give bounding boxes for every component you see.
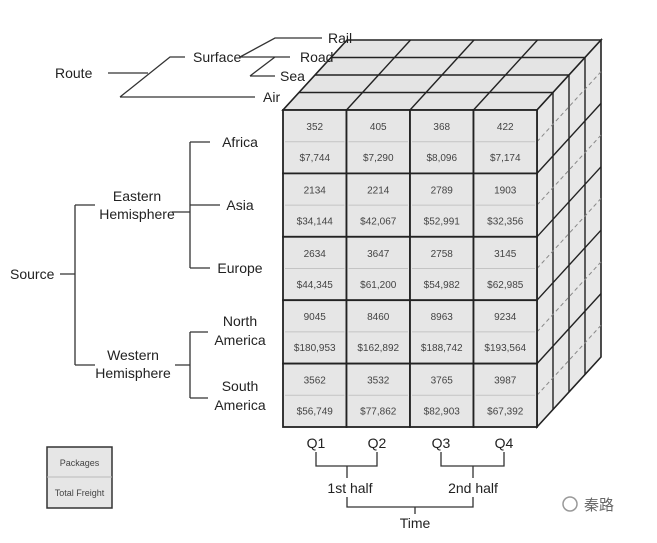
cell-total-freight: $180,953: [294, 343, 336, 354]
cell-total-freight: $61,200: [360, 280, 397, 291]
cell-packages: 2789: [431, 185, 454, 196]
route-surface-label: Surface: [193, 49, 241, 65]
region-asia: Asia: [226, 197, 253, 213]
cube-top-column-line: [472, 39, 539, 111]
cell-total-freight: $82,903: [424, 407, 461, 418]
time-label: Time: [400, 515, 431, 531]
watermark-text: 秦路: [584, 497, 614, 514]
cell-packages: 3532: [367, 376, 390, 387]
wechat-icon: [562, 496, 578, 512]
cube-right-dashed-line: [536, 71, 602, 143]
cell-packages: 2214: [367, 185, 390, 196]
cell-total-freight: $77,862: [360, 407, 397, 418]
quarter-q3: Q3: [432, 435, 451, 451]
cube-right-dashed-line: [536, 324, 602, 396]
cell-packages: 2134: [304, 185, 327, 196]
cube-right-row-line: [536, 166, 602, 238]
cell-packages: 368: [433, 122, 450, 133]
cell-total-freight: $52,991: [424, 216, 461, 227]
cell-packages: 8460: [367, 312, 390, 323]
cell-total-freight: $56,749: [297, 407, 334, 418]
quarter-q1: Q1: [307, 435, 326, 451]
watermark: 秦路: [562, 496, 614, 514]
time-tree: Q1 Q2 Q3 Q4 1st half 2nd half Time: [307, 435, 514, 531]
cell-packages: 3562: [304, 376, 327, 387]
cell-packages: 352: [306, 122, 323, 133]
cube-right-row-line: [536, 293, 602, 365]
cell-total-freight: $7,744: [299, 153, 330, 164]
cell-packages: 3647: [367, 249, 390, 260]
cube-top-column-line: [409, 39, 475, 111]
cell-packages: 1903: [494, 185, 517, 196]
route-air-label: Air: [263, 89, 280, 105]
route-tree: Route Surface Rail Road Sea Air: [55, 30, 352, 105]
route-label: Route: [55, 65, 93, 81]
cell-total-freight: $188,742: [421, 343, 463, 354]
legend-packages: Packages: [60, 458, 100, 468]
route-road-label: Road: [300, 49, 333, 65]
cell-total-freight: $34,144: [297, 216, 334, 227]
cell-total-freight: $7,174: [490, 153, 521, 164]
quarter-q2: Q2: [368, 435, 387, 451]
cube-right-row-line: [536, 229, 602, 301]
cube-top-column-line: [345, 39, 412, 111]
legend-total-freight: Total Freight: [55, 488, 105, 498]
route-sea-label: Sea: [280, 68, 305, 84]
cell-total-freight: $7,290: [363, 153, 394, 164]
cell-packages: 8963: [431, 312, 454, 323]
cell-packages: 9045: [304, 312, 327, 323]
cell-total-freight: $42,067: [360, 216, 397, 227]
cell-packages: 3145: [494, 249, 517, 260]
region-africa: Africa: [222, 134, 258, 150]
cell-packages: 405: [370, 122, 387, 133]
cell-total-freight: $44,345: [297, 280, 334, 291]
cube-right-dashed-line: [536, 198, 602, 269]
quarter-q4: Q4: [495, 435, 514, 451]
route-rail-label: Rail: [328, 30, 352, 46]
cell-total-freight: $54,982: [424, 280, 461, 291]
data-cube: 352 $7,744 405 $7,290 368 $8,096 422 $7,174 2134…: [281, 37, 603, 430]
cell-packages: 422: [497, 122, 514, 133]
cell-packages: 9234: [494, 312, 517, 323]
region-europe: Europe: [217, 260, 262, 276]
cube-right-dashed-line: [536, 261, 602, 333]
cell-total-freight: $67,392: [487, 407, 524, 418]
cell-packages: 2758: [431, 249, 454, 260]
first-half-label: 1st half: [327, 480, 372, 496]
cell-packages: 3765: [431, 376, 454, 387]
cell-total-freight: $32,356: [487, 216, 524, 227]
cell-total-freight: $162,892: [357, 343, 399, 354]
cell-total-freight: $193,564: [484, 343, 526, 354]
cell-total-freight: $62,985: [487, 280, 524, 291]
cell-total-freight: $8,096: [426, 153, 457, 164]
legend: Packages Total Freight: [46, 446, 113, 509]
cube-right-row-line: [536, 102, 602, 174]
cell-packages: 2634: [304, 249, 327, 260]
second-half-label: 2nd half: [448, 480, 498, 496]
source-label: Source: [10, 266, 55, 282]
cell-packages: 3987: [494, 376, 517, 387]
cube-right-dashed-line: [536, 134, 602, 206]
